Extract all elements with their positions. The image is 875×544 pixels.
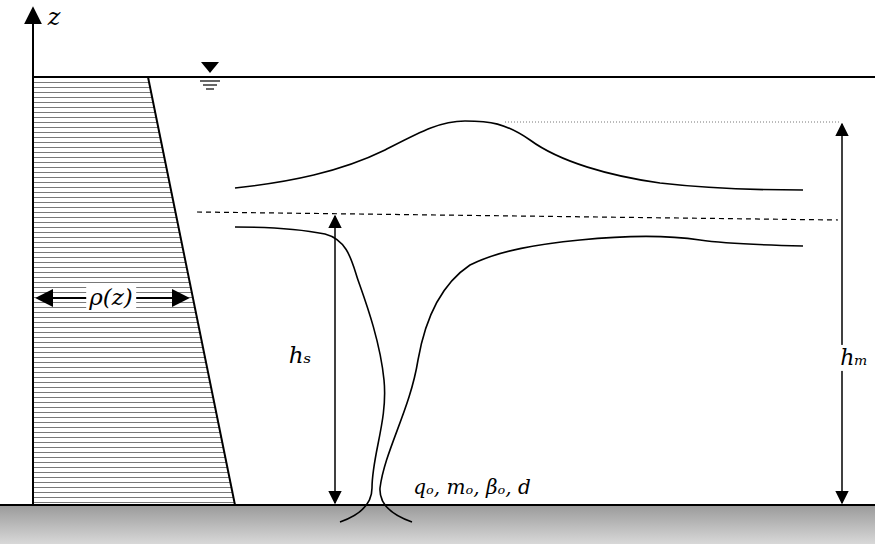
rise-height-arrow xyxy=(841,124,843,503)
bed-line xyxy=(0,504,875,506)
trap-height-arrow xyxy=(334,216,336,503)
plume-left-edge xyxy=(235,227,385,522)
axis-label: z xyxy=(45,3,64,31)
density-label: ρ(z) xyxy=(86,284,136,311)
water-level-symbol xyxy=(201,62,219,73)
water-level-symbol xyxy=(206,88,214,89)
water-level-symbol xyxy=(200,80,220,81)
trap-level-line xyxy=(197,212,838,220)
rise-height-label: hₘ xyxy=(837,345,871,371)
sea-bed xyxy=(0,505,875,544)
source-parameters-label: qₒ, mₒ, βₒ, d xyxy=(410,475,533,499)
trap-height-label: hₛ xyxy=(286,342,315,369)
water-surface xyxy=(33,76,875,78)
water-level-symbol xyxy=(203,84,217,85)
intrusion-upper-edge xyxy=(235,121,803,190)
max-rise-line xyxy=(505,122,840,123)
density-profile-edge xyxy=(148,77,235,505)
density-profile xyxy=(34,78,235,504)
plume-right-edge xyxy=(380,236,803,522)
z-axis xyxy=(32,8,34,505)
